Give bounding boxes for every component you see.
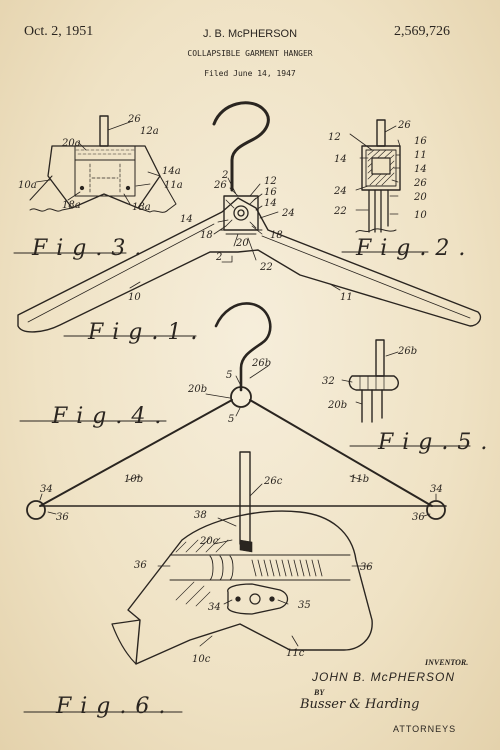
inventor-label: INVENTOR. (425, 658, 469, 667)
callout-label: 36 (412, 512, 425, 523)
fig5-callouts: 26b 32 20b (322, 346, 417, 411)
fig6-label: Fig.6. (56, 694, 175, 719)
callout-label: 38 (194, 510, 207, 521)
fig1-hanger-drawing (17, 101, 482, 333)
callout-label: 20c (199, 536, 219, 547)
callout-label: 18a (132, 202, 151, 213)
inventor-header: J. B. McPHERSON (202, 28, 298, 40)
callout-label: 36 (134, 560, 147, 571)
attorneys-label: ATTORNEYS (393, 724, 457, 734)
callout-label: 36 (360, 562, 373, 573)
callout-label: 26b (251, 358, 271, 369)
callout-label: 18 (270, 230, 283, 241)
fig1-callouts: 2 26 12 16 14 24 14 18 20 18 2 22 10 11 (128, 170, 353, 303)
callout-label: 20a (61, 138, 81, 149)
callout-label: 18 (200, 230, 213, 241)
callout-label: 16 (414, 136, 427, 147)
fig5-label: Fig.5. (378, 430, 497, 455)
callout-label: 14 (334, 154, 347, 165)
patent-title: COLLAPSIBLE GARMENT HANGER (187, 49, 313, 58)
fig2-label: Fig.2. (356, 236, 475, 261)
callout-label: 32 (322, 376, 335, 387)
fig4-callouts: 5 26b 20b 5 10b 11b 34 36 34 36 (40, 358, 443, 523)
patent-number: 2,569,726 (394, 24, 450, 39)
fig3-label: Fig.3. (32, 236, 151, 261)
callout-label: 34 (430, 484, 443, 495)
callout-label: 26b (397, 346, 417, 357)
callout-label: 10a (18, 180, 37, 191)
callout-label: 11 (414, 150, 427, 161)
callout-label: 14 (264, 198, 277, 209)
fig5-clamp-detail-drawing (341, 339, 399, 423)
fig4-wire-hanger-drawing (26, 302, 447, 520)
patent-date: Oct. 2, 1951 (24, 24, 94, 39)
callout-label: 11 (340, 292, 353, 303)
callout-label: 5 (228, 414, 234, 425)
callout-label: 10 (414, 210, 427, 221)
callout-label: 26 (213, 180, 227, 191)
inventor-name: JOHN B. McPHERSON (312, 670, 456, 684)
callout-label: 20b (187, 384, 207, 395)
fig3-clip-detail-drawing (29, 115, 177, 213)
fig2-callouts: 12 26 16 14 11 14 24 26 20 22 10 (328, 120, 427, 221)
callout-label: 12 (264, 176, 277, 187)
callout-label: 14a (162, 166, 181, 177)
figure-label-underlines (13, 251, 471, 713)
callout-label: 35 (298, 600, 311, 611)
fig1-label: Fig.1. (88, 320, 207, 345)
by-label: BY (314, 688, 325, 697)
fig6-section-drawing (111, 451, 373, 665)
callout-label: 34 (40, 484, 53, 495)
callout-label: 16 (264, 187, 277, 198)
callout-label: 11c (286, 648, 305, 659)
callout-label: 26 (413, 178, 427, 189)
callout-label: 5 (226, 370, 232, 381)
filing-date: Filed June 14, 1947 (204, 69, 296, 78)
callout-label: 22 (333, 206, 347, 217)
callout-label: 10c (192, 654, 211, 665)
callout-label: 36 (56, 512, 69, 523)
callout-label: 26 (127, 114, 141, 125)
callout-label: 20 (235, 238, 249, 249)
fig2-joint-section-drawing (349, 119, 401, 233)
fig6-callouts: 26c 38 20c 36 36 34 35 10c 11c (134, 476, 373, 665)
fig4-label: Fig.4. (52, 404, 171, 429)
callout-label: 11b (350, 474, 369, 485)
callout-label: 2 (215, 252, 222, 263)
callout-label: 14 (180, 214, 193, 225)
fig3-callouts: 26 12a 20a 14a 10a 11a 18a 18a (18, 114, 183, 213)
callout-label: 12 (328, 132, 341, 143)
callout-label: 26 (397, 120, 411, 131)
callout-label: 20 (413, 192, 427, 203)
callout-label: 20b (327, 400, 347, 411)
callout-label: 2 (221, 170, 228, 181)
attorney-signature: Busser & Harding (300, 697, 420, 712)
callout-label: 24 (333, 186, 347, 197)
callout-label: 22 (259, 262, 273, 273)
callout-label: 12a (140, 126, 159, 137)
callout-label: 18a (62, 200, 81, 211)
callout-label: 11a (164, 180, 183, 191)
callout-label: 14 (414, 164, 427, 175)
callout-label: 26c (263, 476, 283, 487)
callout-label: 10b (124, 474, 143, 485)
callout-label: 24 (281, 208, 295, 219)
callout-label: 34 (208, 602, 221, 613)
callout-label: 10 (128, 292, 141, 303)
